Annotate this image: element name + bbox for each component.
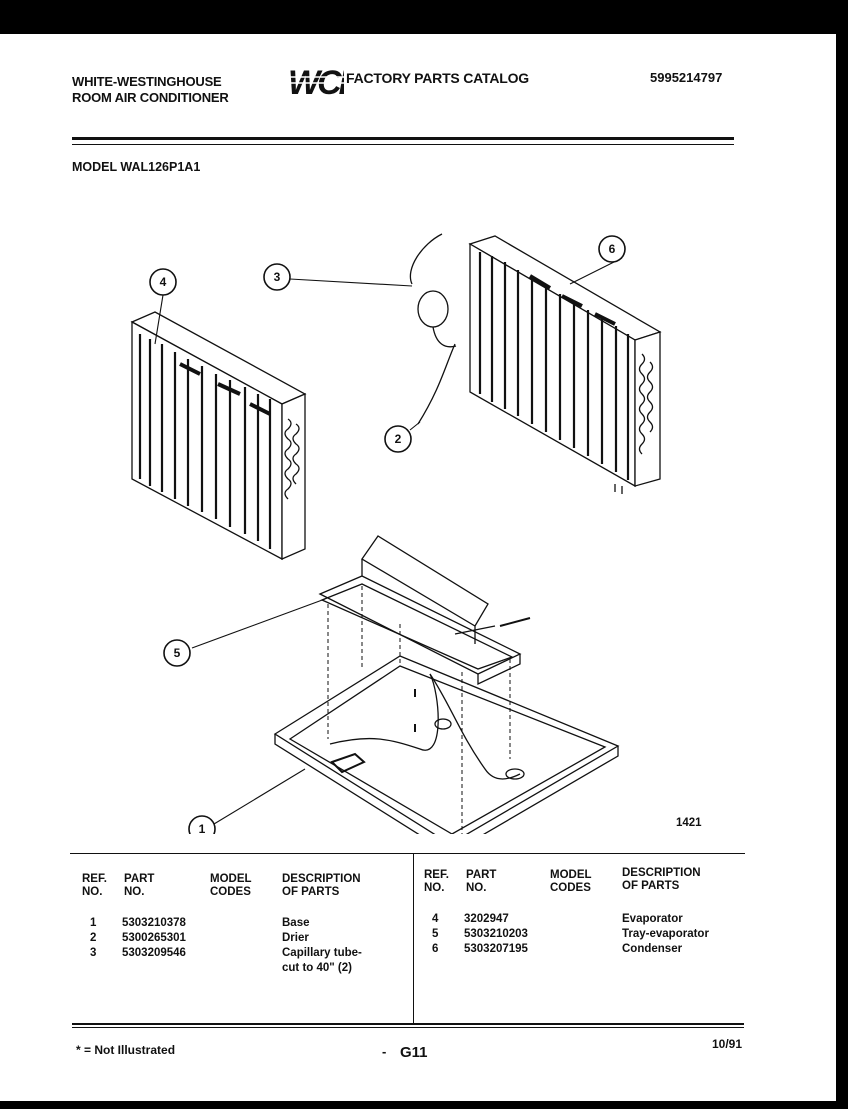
table-bottom-rule [72,1023,744,1025]
table-row-part: 5303210378 [122,917,186,929]
page-code: G11 [400,1044,428,1061]
header-ref-left: REF. NO. [82,873,107,898]
callout-6-label: 6 [609,242,616,256]
table-bottom-rule-thin [72,1027,744,1028]
brand-line-1: WHITE-WESTINGHOUSE [72,74,222,89]
figure-number: 1421 [676,817,702,829]
callout-1-circle [188,815,216,834]
not-illustrated-note: * = Not Illustrated [76,1043,176,1057]
evaporator-coil [130,311,307,561]
table-row-description: Condenser [622,943,683,955]
header-part-right: PART NO. [466,869,497,894]
table-row-ref: 1 [90,917,97,929]
brand-line-2: ROOM AIR CONDITIONER [72,90,229,105]
header-part-left: PART NO. [124,873,155,898]
callout-6-circle [598,235,626,263]
header-desc-right: DESCRIPTION OF PARTS [622,867,701,892]
table-row-description: Tray-evaporator [622,928,709,940]
table-row-part: 5300265301 [122,932,186,944]
table-row-description-line2: cut to 40" (2) [282,962,352,974]
callout-1-label: 1 [199,822,206,834]
callout-circles [149,235,626,834]
header-rule-thick [72,137,734,140]
table-row-description: Base [282,917,310,929]
callout-3-label: 3 [274,270,281,284]
table-row-ref: 4 [432,913,439,925]
brand-block: WHITE-WESTINGHOUSE ROOM AIR CONDITIONER [72,74,229,106]
table-row-description: Evaporator [622,913,683,925]
header-rule-thin [72,144,734,145]
callout-4-label: 4 [160,275,167,289]
table-top-rule [70,853,745,854]
revision-date: 10/91 [712,1037,743,1051]
table-row-description: Drier [282,932,309,944]
table-row-part: 3202947 [464,913,509,925]
capillary-tube [409,233,457,348]
model-label: MODEL WAL126P1A1 [72,160,201,174]
table-row-ref: 5 [432,928,439,940]
table-row-part: 5303210203 [464,928,528,940]
callout-3-circle [263,263,291,291]
leader-lines [154,257,623,825]
logo-text: WCI [288,64,344,100]
table-row-ref: 6 [432,943,439,955]
callout-5-label: 5 [174,646,181,660]
wci-logo: WCI [286,64,344,100]
header-model-left: MODEL CODES [210,873,252,898]
table-row-description: Capillary tube- [282,947,362,959]
footer-dash: - [382,1044,387,1059]
catalog-title: FACTORY PARTS CATALOG [346,70,529,86]
header-model-right: MODEL CODES [550,869,592,894]
exploded-parts-diagram: 4 3 2 6 5 1 [130,233,662,834]
header-desc-left: DESCRIPTION OF PARTS [282,873,361,898]
assembly-guides [327,586,511,834]
callout-5-circle [163,639,191,667]
table-row-part: 5303207195 [464,943,528,955]
condenser-coil [468,235,662,494]
callout-2-label: 2 [395,432,402,446]
catalog-number: 5995214797 [650,70,723,85]
header-ref-right: REF. NO. [424,869,449,894]
drier-line [417,343,456,425]
callout-2-circle [384,425,412,453]
table-row-ref: 3 [90,947,97,959]
callout-4-circle [149,268,177,296]
evaporator-tray [318,535,531,686]
table-row-part: 5303209546 [122,947,186,959]
table-divider [413,853,414,1023]
base-pan [273,655,620,834]
table-row-ref: 2 [90,932,97,944]
